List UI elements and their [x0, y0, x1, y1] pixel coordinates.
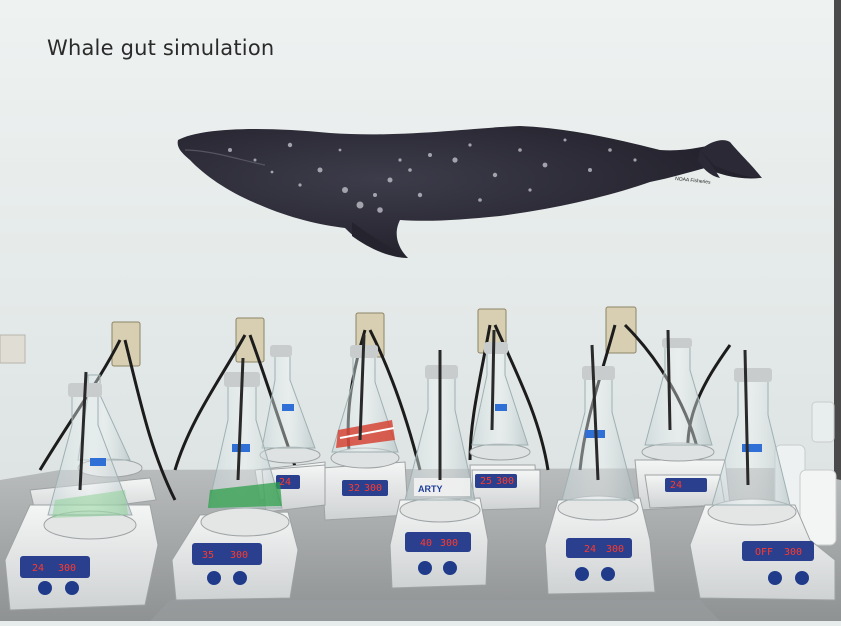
stir-plate-unit: 25 300 [471, 469, 541, 511]
flask-label: ARTY [418, 484, 443, 494]
plate-display-temp: 32 [348, 483, 360, 494]
plate-display-temp: OFF [755, 547, 773, 558]
plate-display-temp: 25 [480, 476, 492, 487]
plate-display-temp: 24 [584, 544, 596, 555]
stir-plate-unit: 24 300 [4, 383, 159, 611]
plate-display-speed: 300 [58, 563, 76, 574]
page-title: Whale gut simulation [47, 36, 275, 60]
plate-display-speed: 300 [230, 550, 248, 561]
stir-plate-unit: OFF 300 [689, 368, 836, 601]
plate-display-speed: 300 [496, 476, 514, 487]
plate-display-temp: 24 [32, 563, 44, 574]
stir-plate-unit: 35 300 [171, 372, 299, 601]
plate-display-temp: 35 [202, 550, 214, 561]
wall-junction-box [0, 334, 26, 364]
plate-display-temp: 24 [279, 477, 291, 488]
whale-credit: NOAA Fisheries [675, 176, 711, 186]
whale-mural [177, 126, 762, 258]
image-edge [834, 0, 841, 621]
plate-display-speed: 300 [440, 538, 458, 549]
temperature-probes [78, 329, 750, 491]
plate-display-speed: 300 [606, 544, 624, 555]
stir-plate-unit: 24 [644, 474, 726, 509]
plate-display-temp: 40 [420, 538, 432, 549]
stir-plate-unit: 32 300 [321, 345, 409, 521]
plate-display-temp: 24 [670, 480, 682, 491]
plate-display-speed: 300 [364, 483, 382, 494]
stir-plate-unit: 24 300 [544, 366, 656, 595]
plate-display-speed: 300 [784, 547, 802, 558]
